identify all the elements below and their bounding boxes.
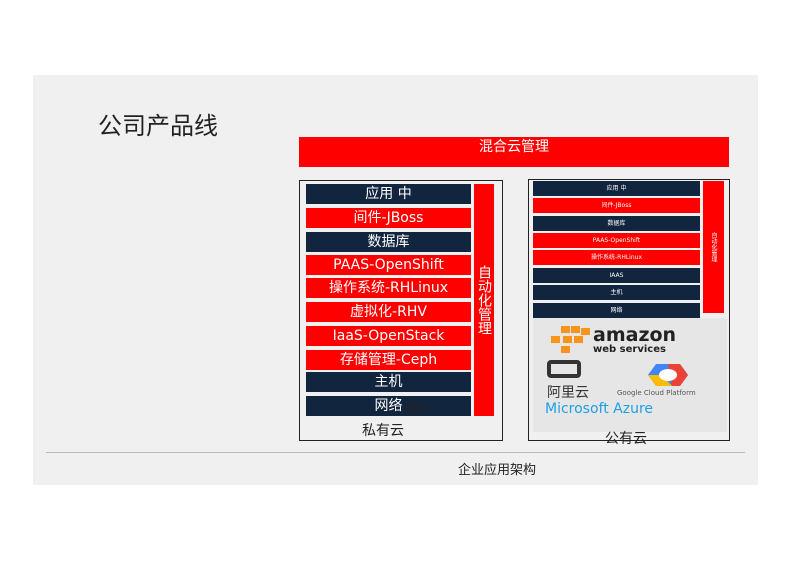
divider	[46, 452, 745, 453]
footer-caption: 企业应用架构	[458, 463, 537, 478]
private-layer-row: 间件-JBoss	[306, 208, 471, 228]
public-layer-row: PAAS-OpenShift	[533, 233, 700, 248]
public-cloud-label: 公有云	[605, 431, 647, 447]
public-layer-row: 网络	[533, 303, 700, 318]
users-label: 用户	[405, 403, 432, 418]
private-layer-row: 操作系统-RHLinux	[306, 278, 471, 298]
aws-logo-subtext: web services	[593, 344, 666, 355]
public-automation-bar: 自动化管理	[703, 181, 724, 313]
private-automation-bar: 自动化管理	[474, 184, 494, 416]
private-layer-row: 应用 中	[306, 184, 471, 204]
private-layer-row: 虚拟化-RHV	[306, 302, 471, 322]
private-layer-row: 网络	[306, 396, 471, 416]
private-layer-row: IaaS-OpenStack	[306, 326, 471, 346]
aws-logo-text: amazon	[593, 324, 677, 346]
public-cloud-logos: amazon web services 阿里云 Google Cloud Pla…	[533, 318, 727, 432]
azure-logo-text: Microsoft Azure	[545, 401, 654, 417]
private-layer-row: PAAS-OpenShift	[306, 255, 471, 275]
public-layer-row: 间件-JBoss	[533, 198, 700, 213]
google-cloud-icon	[648, 364, 688, 386]
private-layer-row: 主机	[306, 372, 471, 392]
private-cloud-label: 私有云	[362, 423, 404, 439]
private-layer-row: 数据库	[306, 232, 471, 252]
aliyun-logo-text: 阿里云	[547, 385, 589, 401]
page-title: 公司产品线	[98, 112, 218, 140]
public-layer-row: IAAS	[533, 268, 700, 283]
aws-cubes-icon	[551, 326, 590, 353]
public-layer-row: 应用 中	[533, 181, 700, 196]
private-layer-row: 存储管理-Ceph	[306, 350, 471, 370]
aliyun-icon	[547, 360, 581, 378]
public-layer-row: 主机	[533, 285, 700, 300]
public-layer-row: 操作系统-RHLinux	[533, 250, 700, 265]
google-logo-text: Google Cloud Platform	[617, 389, 696, 397]
public-layer-row: 数据库	[533, 216, 700, 231]
hybrid-cloud-bar: 混合云管理	[299, 137, 729, 167]
